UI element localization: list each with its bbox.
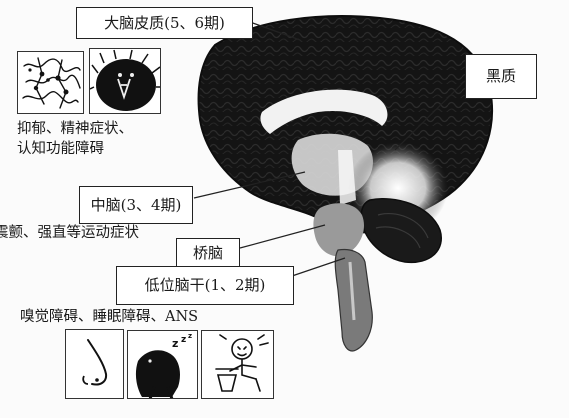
label-midbrain: 中脑(3、4期) xyxy=(79,186,193,224)
thalamus-strip xyxy=(338,150,356,205)
leader-midbrain xyxy=(193,171,306,199)
label-pons: 桥脑 xyxy=(176,238,240,269)
leader-cortex xyxy=(249,21,301,41)
pons-region xyxy=(313,203,365,257)
hedgehog-head-icon xyxy=(90,49,160,113)
leader-lower-brainstem xyxy=(291,257,346,277)
neuron-tangle-icon xyxy=(22,57,81,109)
caption-brainstem-symptoms: 嗅觉障碍、睡眠障碍、ANS xyxy=(20,309,199,325)
toilet-figure-icon xyxy=(215,334,269,392)
leader-nigra xyxy=(394,77,469,151)
label-substantia-nigra: 黑质 xyxy=(465,54,537,99)
corpus-callosum xyxy=(260,89,388,134)
thumb-neuron-tangle xyxy=(17,51,84,114)
label-cerebral-cortex: 大脑皮质(5、6期) xyxy=(76,7,253,39)
thumb-nose xyxy=(65,329,124,399)
caption-cortex-symptoms-line1: 抑郁、精神症状、 xyxy=(17,121,133,137)
thumb-sleeping-figure: z z z xyxy=(127,330,198,399)
svg-text:z: z xyxy=(188,332,192,340)
svg-text:z: z xyxy=(181,335,186,345)
nose-icon xyxy=(82,339,108,386)
caption-midbrain-symptoms: 震颤、强直等运动症状 xyxy=(0,225,139,241)
svg-text:z: z xyxy=(172,337,178,350)
label-lower-brainstem: 低位脑干(1、2期) xyxy=(116,266,294,305)
leader-pons xyxy=(239,224,326,249)
caption-cortex-symptoms-line2: 认知功能障碍 xyxy=(17,141,104,157)
thumb-toilet-figure xyxy=(201,330,274,399)
sleeping-figure-icon: z z z xyxy=(128,331,197,398)
thumb-hedgehog-head xyxy=(89,48,161,114)
